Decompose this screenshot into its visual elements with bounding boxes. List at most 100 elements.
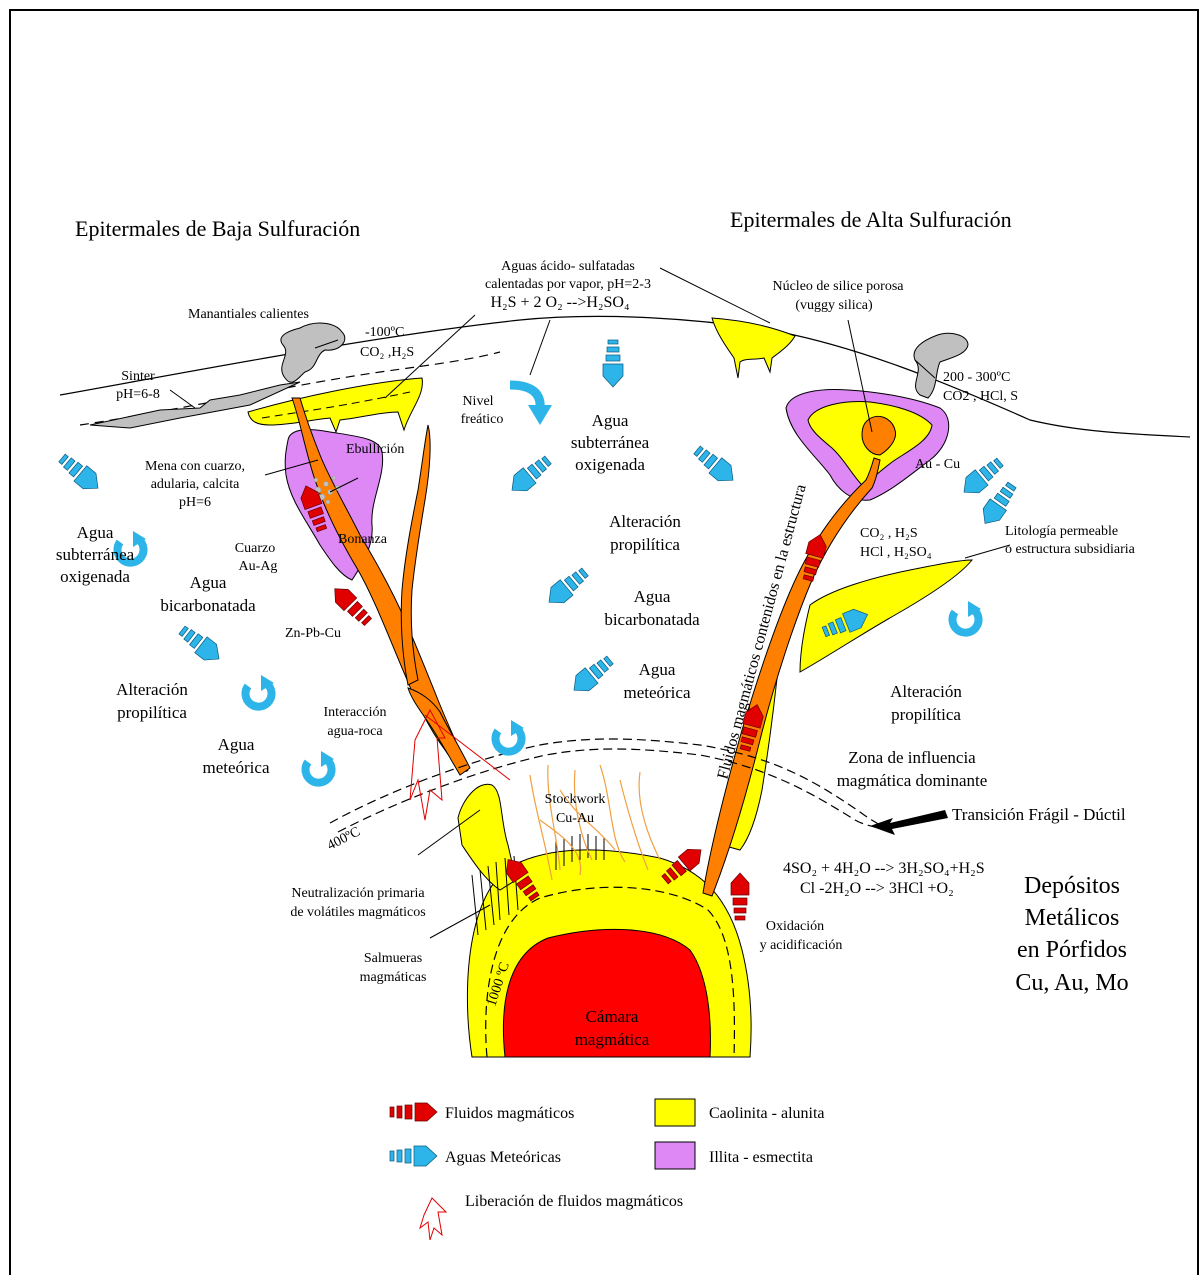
bcl-line2: bicarbonatada [160, 596, 256, 615]
water-table-arrowhead [528, 405, 552, 425]
iz-line1: Zona de influencia [848, 748, 976, 767]
wr-line2: agua-roca [327, 724, 383, 739]
pr-line1: Alteración [890, 682, 962, 701]
curl-2 [246, 675, 274, 707]
ch-line1: Cámara [586, 1007, 639, 1026]
sw-line1: Stockwork [545, 792, 606, 807]
gases-mid-line2: HCl , H₂SO₄ [860, 545, 932, 560]
pc-line2: propilítica [610, 535, 680, 554]
transition-label: Transición Frágil - Dúctil [952, 805, 1126, 824]
steam-plume-left [281, 323, 345, 382]
legend-meteoric-label: Aguas Meteóricas [445, 1149, 561, 1166]
ore-low-line3: pH=6 [179, 495, 211, 510]
porphyry-title-line4: Cu, Au, Mo [1015, 970, 1128, 996]
legend-kaolinite-swatch [655, 1099, 695, 1126]
sw-line2: Cu-Au [556, 811, 594, 826]
legend-illite-swatch [655, 1142, 695, 1169]
reaction-c: Cl -2H₂O --> 3HCl +O₂ [800, 880, 954, 897]
gwc-line3: oxigenada [575, 455, 645, 474]
nt-line1: Neutralización primaria [291, 886, 425, 901]
pr-line2: propilítica [891, 705, 961, 724]
ground-water-left-label: Agua subterránea oxigenada [56, 523, 135, 586]
reaction-a: H₂S + 2 O₂ -->H₂SO₄ [490, 294, 629, 311]
title-low-sulfidation: Epitermales de Baja Sulfuración [75, 216, 360, 241]
ml-line2: meteórica [202, 758, 269, 777]
legend-release-label: Liberación de fluidos magmáticos [465, 1193, 683, 1210]
acid-waters-line2: calentadas por vapor, pH=2-3 [485, 277, 651, 292]
ox-line2: y acidificación [760, 938, 843, 953]
reaction-b: 4SO₂ + 4H₂O --> 3H₂SO₄+H₂S [783, 860, 985, 877]
isotherm-400-b [338, 749, 880, 832]
quartz-label: Cuarzo Au-Ag [235, 541, 278, 574]
neutralization-label: Neutralización primaria de volátiles mag… [290, 886, 425, 920]
gwl-line2: subterránea [56, 545, 135, 564]
quartz-line1: Cuarzo [235, 541, 275, 556]
sinter-line2: pH=6-8 [116, 387, 160, 402]
curl-4 [496, 720, 524, 752]
porphyry-title-line3: en Pórfidos [1017, 937, 1127, 963]
legend: Fluidos magmáticos Aguas Meteóricas Libe… [390, 1099, 825, 1240]
propylitic-center-label: Alteración propilítica [609, 512, 681, 554]
au-cu-label: Au - Cu [915, 457, 960, 472]
bonanza-label: Bonanza [338, 532, 388, 547]
gases-low-label: CO₂ ,H₂S [360, 345, 414, 360]
acid-waters-label: Aguas ácido- sulfatadas calentadas por v… [485, 259, 651, 311]
gwl-line1: Agua [77, 523, 114, 542]
curl-3 [306, 751, 334, 783]
hot-springs-label: Manantiales calientes [188, 307, 309, 322]
gases-high-label: CO2 , HCl, S [943, 389, 1018, 404]
permeable-line1: Litología permeable [1005, 524, 1118, 539]
ch-line2: magmática [575, 1030, 650, 1049]
brines-label: Salmueras magmáticas [360, 951, 427, 985]
meteoric-arrow-3 [506, 452, 555, 498]
propylitic-right-label: Alteración propilítica [890, 682, 962, 724]
meteoric-center-label: Agua meteórica [623, 660, 690, 702]
permeable-tongue [800, 560, 972, 672]
bcl-line1: Agua [190, 573, 227, 592]
gases-mid-label: CO₂ , H₂S HCl , H₂SO₄ [860, 526, 932, 560]
pc-line1: Alteración [609, 512, 681, 531]
oxidation-label: Oxidación y acidificación [760, 919, 843, 953]
bicarb-center-label: Agua bicarbonatada [604, 587, 700, 629]
water-table-line1: Nivel [462, 394, 493, 409]
legend-magmatic-swatch [390, 1103, 437, 1121]
title-high-sulfidation: Epitermales de Alta Sulfuración [730, 207, 1012, 232]
pl-line2: propilítica [117, 703, 187, 722]
meteoric-left-label: Agua meteórica [202, 735, 269, 777]
meteoric-arrow-5 [543, 564, 592, 610]
br-line1: Salmueras [364, 951, 422, 966]
transition-arrow [870, 810, 948, 835]
temp-low-label: -100ºC [365, 325, 404, 340]
iz-line2: magmática dominante [837, 771, 988, 790]
meteoric-arrow-4 [691, 442, 740, 488]
meteoric-arrow-down [603, 340, 623, 387]
ore-low-label: Mena con cuarzo, adularia, calcita pH=6 [145, 459, 245, 510]
vuggy-line1: Núcleo de silice porosa [772, 279, 904, 294]
sinter-label: Sinter pH=6-8 [116, 369, 160, 402]
meteoric-arrow-2 [176, 622, 225, 667]
mc-line2: meteórica [623, 683, 690, 702]
permeable-line2: o estructura subsidiaria [1005, 542, 1136, 557]
porphyry-title-line1: Depósitos [1024, 873, 1120, 899]
meteoric-arrow-6 [568, 652, 617, 698]
permeable-label: Litología permeable o estructura subsidi… [1005, 524, 1136, 557]
water-table-label: Nivel freático [461, 394, 504, 427]
nt-line2: de volátiles magmáticos [290, 905, 425, 920]
mc-line1: Agua [639, 660, 676, 679]
ore-low-line1: Mena con cuarzo, [145, 459, 245, 474]
legend-kaolinite-label: Caolinita - alunita [709, 1105, 825, 1122]
bcc-line2: bicarbonatada [604, 610, 700, 629]
water-rock-label: Interacción agua-roca [324, 705, 387, 739]
acid-waters-line1: Aguas ácido- sulfatadas [501, 259, 635, 274]
ox-line1: Oxidación [766, 919, 824, 934]
boiling-label: Ebullición [346, 442, 404, 457]
temp-high-label: 200 - 300ºC [943, 370, 1010, 385]
legend-meteoric-swatch [390, 1146, 437, 1166]
bcc-line1: Agua [634, 587, 671, 606]
base-metals-label: Zn-Pb-Cu [285, 626, 341, 641]
legend-magmatic-label: Fluidos magmáticos [445, 1105, 574, 1122]
quartz-line2: Au-Ag [239, 559, 278, 574]
curl-5 [953, 601, 981, 633]
pl-line1: Alteración [116, 680, 188, 699]
